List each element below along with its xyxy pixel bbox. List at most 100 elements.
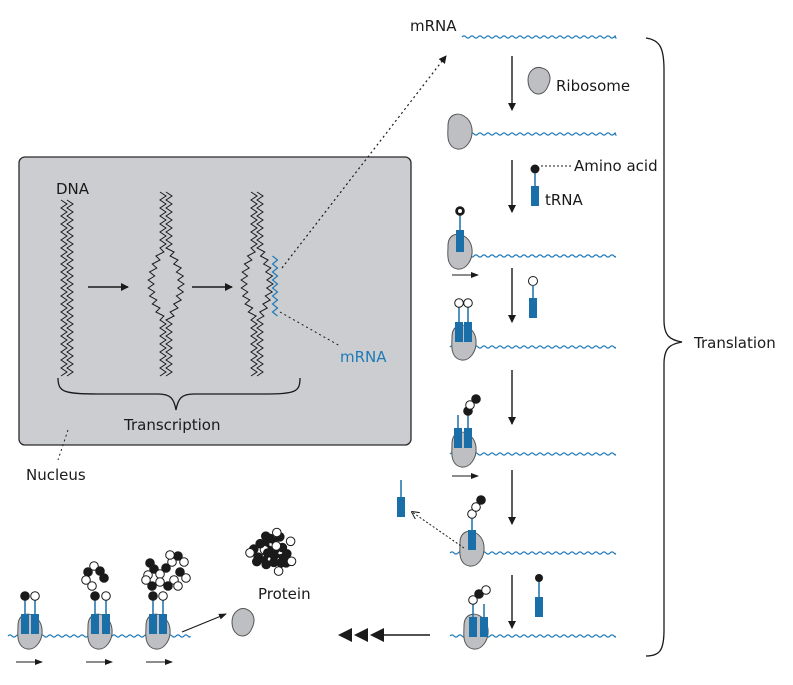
nascent-mrna	[271, 255, 279, 317]
amino-acid-icon	[471, 394, 481, 404]
mrna-nucleus-leader	[279, 311, 341, 347]
dna-strand	[165, 191, 185, 377]
nucleus-box	[18, 156, 412, 446]
dna-strand	[60, 199, 68, 377]
amino-acid-icon	[101, 591, 111, 601]
translation-label: Translation	[693, 334, 776, 352]
mrna-strand	[469, 132, 617, 136]
amino-acid-icon	[179, 557, 189, 567]
amino-acid-icon	[173, 581, 183, 591]
amino-acid-icon	[175, 567, 185, 577]
mrna-nucleus-label: mRNA	[340, 348, 387, 366]
amino-acid-icon	[99, 573, 109, 583]
amino-acid-icon	[95, 566, 105, 576]
nucleus-leader	[57, 429, 69, 461]
mrna-strand	[461, 35, 617, 39]
dna-strand	[256, 191, 274, 377]
trna-icon	[149, 614, 157, 634]
folded-protein	[245, 527, 297, 576]
output-triple-arrow	[338, 628, 430, 642]
amino-acid-icon	[20, 591, 30, 601]
trna-icon	[468, 530, 476, 550]
trna-icon	[456, 230, 464, 252]
amino-acid-icon	[161, 563, 171, 573]
amino-acid-icon	[165, 550, 175, 560]
trna-icon	[91, 614, 99, 634]
amino-acid-icon	[481, 585, 491, 595]
mrna-strand	[449, 345, 616, 349]
amino-acid-icon	[90, 591, 100, 601]
amino-acid-icon	[145, 558, 155, 568]
trna-icon	[480, 617, 488, 637]
trna-icon	[464, 428, 472, 448]
movement-arrows	[16, 272, 479, 665]
amino-acid-icon	[158, 591, 168, 601]
amino-acid-icon	[285, 536, 296, 547]
trna-icon	[469, 617, 477, 637]
protein-synthesis-row	[7, 550, 191, 650]
amino-acid-icon	[155, 577, 165, 587]
dna-strands	[60, 191, 279, 377]
transcription-label: Transcription	[123, 416, 220, 434]
amino-acid-icon	[81, 575, 91, 585]
dna-strand	[66, 199, 74, 377]
trna-icon	[31, 614, 39, 634]
amino-acid-icon	[454, 298, 464, 308]
amino-acid-highlight	[458, 209, 462, 213]
amino-acid-icon	[476, 495, 486, 505]
nucleus-label: Nucleus	[26, 466, 86, 484]
translation-brace	[645, 37, 683, 657]
incoming-trna-icon-2	[535, 574, 543, 617]
amino-acid-icon	[262, 548, 273, 558]
trna-icon	[455, 322, 463, 342]
dna-label: DNA	[56, 180, 90, 198]
amino-acid-icon	[30, 591, 40, 601]
amino-acid-icon	[255, 538, 266, 549]
amino-acid-icon	[87, 581, 97, 591]
transcription-brace	[57, 377, 301, 411]
amino-acid-icon	[245, 548, 255, 558]
amino-acid-icon	[286, 556, 297, 567]
released-trna-icon	[397, 480, 405, 517]
amino-acid-icon	[273, 566, 284, 576]
protein-label: Protein	[258, 585, 311, 603]
amino-acid-icon	[471, 502, 481, 512]
amino-acid-icon	[467, 509, 477, 519]
amino-acid-icon	[272, 527, 282, 538]
amino-acid-icon	[148, 591, 158, 601]
ribosome-icon	[447, 113, 473, 150]
mrna-strand	[449, 452, 616, 456]
to-protein-arrow	[181, 613, 227, 633]
mrna-top-label: mRNA	[410, 17, 457, 35]
trna-icon	[159, 614, 167, 634]
trna-icon	[21, 614, 29, 634]
free-ribosome-icon	[527, 67, 551, 95]
ribosome-label: Ribosome	[556, 77, 630, 95]
amino-acid-icon	[465, 400, 475, 410]
amino-acid-icon	[463, 298, 473, 308]
released-ribosome-icon	[231, 608, 255, 637]
dna-strand	[240, 191, 258, 377]
trna-icon	[454, 428, 462, 448]
amino-acid-icon	[181, 573, 191, 583]
trna-label: tRNA	[545, 191, 584, 209]
ribosome-complexes	[447, 113, 491, 650]
amino-acid-icon	[163, 581, 173, 591]
mrna-strand	[449, 254, 616, 258]
release-arrow	[412, 512, 465, 549]
amino-acid-icon	[468, 595, 478, 605]
amino-acid-label: Amino acid	[574, 157, 658, 175]
amino-acid-icon	[251, 556, 262, 567]
amino-acid-icon	[269, 557, 279, 568]
amino-acid-icon	[271, 541, 282, 551]
free-trna-icon	[530, 164, 540, 206]
incoming-trna-icon	[528, 276, 538, 318]
amino-acid-icon	[261, 531, 271, 542]
dna-strand	[147, 191, 167, 377]
amino-acid-icon	[147, 581, 157, 591]
trna-icon	[464, 322, 472, 342]
amino-acid-icon	[474, 589, 484, 599]
trna-icon	[102, 614, 110, 634]
